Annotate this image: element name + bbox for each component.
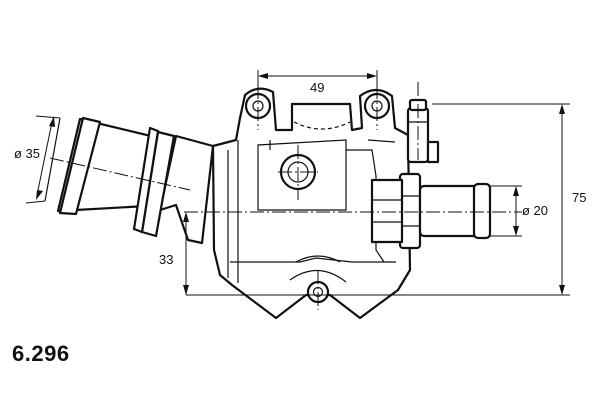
housing-body — [211, 87, 412, 320]
dimension-label-left-pipe-diameter: ø 35 — [14, 146, 40, 161]
vent-nipple — [406, 98, 440, 164]
dimension-bolt-spacing: 49 — [257, 70, 378, 95]
dimension-left-pipe-diameter: ø 35 — [14, 115, 61, 204]
dimension-lower-height: 33 — [159, 212, 189, 295]
dimension-label-total-height: 75 — [572, 190, 586, 205]
dimension-total-height: 75 — [186, 103, 586, 296]
dimension-label-right-pipe-diameter: ø 20 — [522, 203, 548, 218]
dimension-label-lower-height: 33 — [159, 252, 173, 267]
left-inlet-pipe — [44, 116, 215, 245]
part-number-label: 6.296 — [12, 341, 70, 366]
right-outlet-fitting — [370, 172, 492, 250]
dimension-right-pipe-diameter: ø 20 — [490, 185, 548, 237]
center-lines — [49, 82, 522, 310]
dimension-label-bolt-spacing: 49 — [310, 80, 324, 95]
